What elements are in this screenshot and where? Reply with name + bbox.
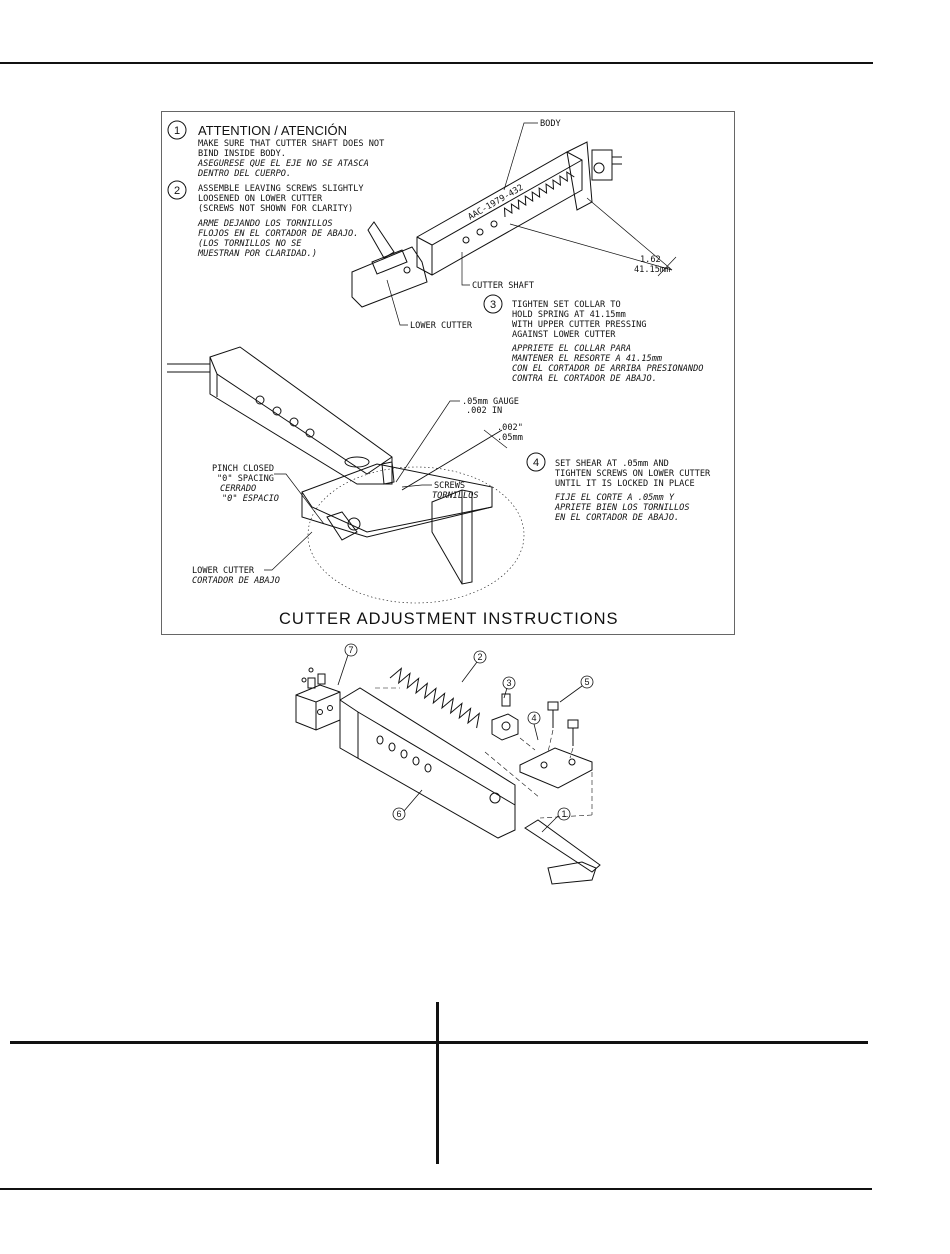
lower-cutter-es-label: CORTADOR DE ABAJO xyxy=(192,576,280,586)
diagram-title: CUTTER ADJUSTMENT INSTRUCTIONS xyxy=(279,610,619,628)
pinch-es-line-2: "0" ESPACIO xyxy=(222,494,279,504)
gap-mm-label: .05mm xyxy=(497,433,523,443)
step-4-es-line-3: EN EL CORTADOR DE ABAJO. xyxy=(555,513,679,523)
gap-arrow xyxy=(483,429,508,449)
dimension-line xyxy=(509,197,677,277)
step-1-heading: ATTENTION / ATENCIÓN xyxy=(198,123,347,138)
pinch-es-line-1: CERRADO xyxy=(220,484,256,494)
step-3-en-line-4: AGAINST LOWER CUTTER xyxy=(512,330,616,340)
step-3-en-line-3: WITH UPPER CUTTER PRESSING xyxy=(512,320,647,330)
shear-detail-drawing xyxy=(167,346,503,585)
screws-leader xyxy=(401,484,432,488)
step-3-es-line-4: CONTRA EL CORTADOR DE ABAJO. xyxy=(512,374,657,384)
step-4-en-line-1: SET SHEAR AT .05mm AND xyxy=(555,459,669,469)
instructions-panel: 1 ATTENTION / ATENCIÓN MAKE SURE THAT CU… xyxy=(161,111,735,635)
cutter-shaft-leader xyxy=(461,252,470,286)
step-1-es-line-2: DENTRO DEL CUERPO. xyxy=(197,169,291,179)
step-4-en-line-2: TIGHTEN SCREWS ON LOWER CUTTER xyxy=(555,469,711,479)
table-rule xyxy=(10,1041,868,1044)
table-divider xyxy=(436,1002,439,1164)
step-2-en-line-2: LOOSENED ON LOWER CUTTER xyxy=(198,194,323,204)
screws-es-label: TORNILLOS xyxy=(432,491,479,501)
part-5-screw xyxy=(547,701,559,711)
gauge-mm-label: .05mm GAUGE xyxy=(462,397,519,407)
step-2-en-line-1: ASSEMBLE LEAVING SCREWS SLIGHTLY xyxy=(198,184,364,194)
step-3-marker xyxy=(483,294,503,314)
gap-inch-label: .002" xyxy=(497,423,523,433)
step-1-en-line-1: MAKE SURE THAT CUTTER SHAFT DOES NOT xyxy=(198,139,384,149)
top-rule xyxy=(0,62,873,64)
step-3-es-line-1: APPRIETE EL COLLAR PARA xyxy=(511,344,631,354)
lower-cutter-leader-top xyxy=(386,279,408,326)
callout-2: 2 xyxy=(477,652,482,662)
step-1-en-line-2: BIND INSIDE BODY. xyxy=(198,149,286,159)
step-2-es-line-3: (LOS TORNILLOS NO SE xyxy=(198,239,302,249)
step-2-marker xyxy=(167,180,187,200)
callout-5: 5 xyxy=(584,677,589,687)
step-1-number: 1 xyxy=(174,125,180,137)
step-2-number: 2 xyxy=(174,185,180,197)
detail-circle xyxy=(307,466,525,604)
step-3-number: 3 xyxy=(490,299,496,311)
step-1-marker xyxy=(167,120,187,140)
gauge-leader xyxy=(395,400,460,483)
body-leader xyxy=(503,122,538,191)
step-3-es-line-3: CON EL CORTADOR DE ARRIBA PRESIONANDO xyxy=(512,364,703,374)
step-3-en-line-1: TIGHTEN SET COLLAR TO xyxy=(512,300,621,310)
callout-1: 1 xyxy=(561,809,566,819)
step-4-es-line-1: FIJE EL CORTE A .05mm Y xyxy=(555,493,675,503)
pinch-en-line-1: PINCH CLOSED xyxy=(212,464,274,474)
pinch-en-line-2: "0" SPACING xyxy=(217,474,274,484)
step-4-es-line-2: APRIETE BIEN LOS TORNILLOS xyxy=(554,503,690,513)
step-3-es-line-2: MANTENER EL RESORTE A 41.15mm xyxy=(511,354,662,364)
step-2-es-line-4: MUESTRAN POR CLARIDAD.) xyxy=(197,249,317,259)
bottom-rule xyxy=(0,1188,872,1190)
exploded-parts-view: 1 2 3 4 5 6 7 xyxy=(295,643,601,885)
dimension-inch-label: 1.62 xyxy=(640,255,661,265)
step-2-es-line-2: FLOJOS EN EL CORTADOR DE ABAJO. xyxy=(198,229,358,239)
callout-6: 6 xyxy=(396,809,401,819)
part-7-block xyxy=(295,684,341,731)
callout-3: 3 xyxy=(506,678,511,688)
step-4-marker xyxy=(526,452,546,472)
step-4-en-line-3: UNTIL IT IS LOCKED IN PLACE xyxy=(555,479,695,489)
step-2-en-line-3: (SCREWS NOT SHOWN FOR CLARITY) xyxy=(198,204,353,214)
part-2-spring xyxy=(389,667,481,729)
lower-cutter-en-label: LOWER CUTTER xyxy=(192,566,255,576)
step-4-number: 4 xyxy=(533,457,539,469)
body-label: BODY xyxy=(540,119,562,129)
lower-cutter-label-top: LOWER CUTTER xyxy=(410,321,473,331)
part-4-bracket xyxy=(519,747,593,789)
lower-cutter-leader xyxy=(264,531,313,571)
upper-assembly-drawing xyxy=(351,141,622,308)
step-2-es-line-1: ARME DEJANDO LOS TORNILLOS xyxy=(197,219,333,229)
gauge-inch-label: .002 IN xyxy=(466,406,502,416)
screws-en-label: SCREWS xyxy=(434,481,465,491)
callout-4: 4 xyxy=(531,713,536,723)
callout-7: 7 xyxy=(348,645,353,655)
step-3-en-line-2: HOLD SPRING AT 41.15mm xyxy=(512,310,626,320)
part-1-cutter-shaft xyxy=(524,819,601,873)
cutter-adjustment-diagram: 1 ATTENTION / ATENCIÓN MAKE SURE THAT CU… xyxy=(167,119,711,628)
step-1-es-line-1: ASEGURESE QUE EL EJE NO SE ATASCA xyxy=(197,159,369,169)
dimension-mm-label: 41.15mm xyxy=(634,265,670,275)
part-6-body xyxy=(339,687,516,839)
part-3-collar xyxy=(491,713,519,741)
part-code-label: AAC-1979-432 xyxy=(467,183,526,223)
pinch-leader xyxy=(274,473,325,525)
cutter-shaft-label: CUTTER SHAFT xyxy=(472,281,534,291)
